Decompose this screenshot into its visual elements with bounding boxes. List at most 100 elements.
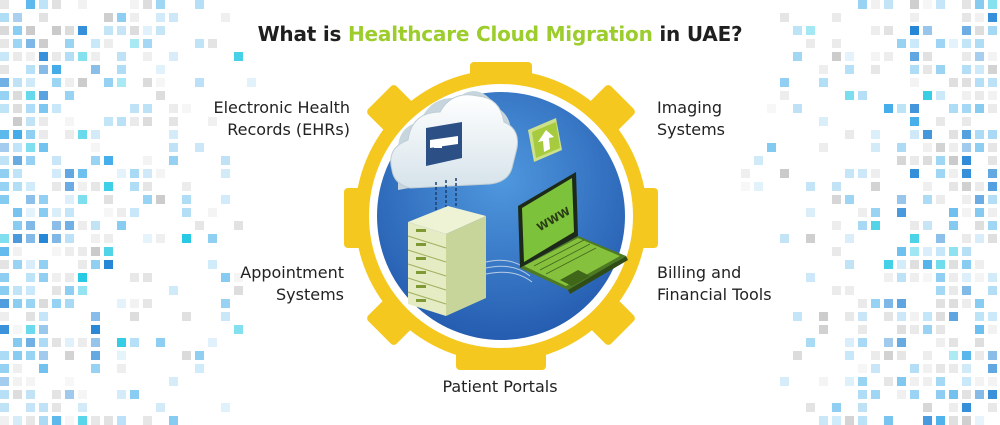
pixel-square	[936, 390, 945, 399]
pixel-square	[949, 208, 958, 217]
pixel-square	[156, 91, 165, 100]
pixel-square	[26, 26, 35, 35]
pixel-square	[936, 247, 945, 256]
pixel-square	[91, 260, 100, 269]
pixel-square	[0, 13, 9, 22]
pixel-square	[26, 377, 35, 386]
pixel-square	[65, 182, 74, 191]
pixel-square	[104, 182, 113, 191]
pixel-square	[65, 299, 74, 308]
pixel-square	[858, 364, 867, 373]
pixel-square	[78, 273, 87, 282]
pixel-square	[975, 143, 984, 152]
pixel-square	[936, 299, 945, 308]
pixel-square	[52, 221, 61, 230]
pixel-square	[871, 364, 880, 373]
pixel-square	[13, 143, 22, 152]
pixel-square	[52, 26, 61, 35]
pixel-square	[39, 195, 48, 204]
pixel-square	[975, 52, 984, 61]
pixel-square	[936, 312, 945, 321]
pixel-square	[884, 273, 893, 282]
pixel-square	[962, 52, 971, 61]
pixel-square	[962, 117, 971, 126]
label-billing-line1: Billing and	[657, 263, 742, 282]
pixel-square	[923, 364, 932, 373]
pixel-square	[26, 260, 35, 269]
pixel-square	[0, 91, 9, 100]
pixel-square	[988, 286, 997, 295]
pixel-square	[26, 351, 35, 360]
pixel-square	[910, 26, 919, 35]
pixel-square	[117, 26, 126, 35]
pixel-square	[156, 338, 165, 347]
pixel-square	[65, 169, 74, 178]
pixel-square	[0, 299, 9, 308]
pixel-square	[130, 312, 139, 321]
pixel-square	[871, 299, 880, 308]
pixel-square	[910, 247, 919, 256]
pixel-square	[754, 182, 763, 191]
pixel-square	[91, 325, 100, 334]
pixel-square	[0, 364, 9, 373]
pixel-square	[962, 26, 971, 35]
pixel-square	[117, 351, 126, 360]
pixel-square	[65, 221, 74, 230]
pixel-square	[910, 221, 919, 230]
pixel-square	[52, 104, 61, 113]
pixel-square	[91, 416, 100, 425]
pixel-square	[78, 221, 87, 230]
pixel-square	[923, 156, 932, 165]
label-billing-line2: Financial Tools	[657, 285, 772, 304]
pixel-square	[949, 221, 958, 230]
pixel-square	[988, 273, 997, 282]
pixel-square	[143, 195, 152, 204]
pixel-square	[117, 169, 126, 178]
pixel-square	[858, 91, 867, 100]
pixel-square	[832, 13, 841, 22]
pixel-square	[923, 52, 932, 61]
pixel-square	[195, 0, 204, 9]
pixel-square	[975, 182, 984, 191]
pixel-square	[858, 416, 867, 425]
pixel-square	[871, 351, 880, 360]
pixel-square	[988, 377, 997, 386]
pixel-square	[39, 351, 48, 360]
pixel-square	[26, 286, 35, 295]
pixel-square	[78, 26, 87, 35]
pixel-square	[923, 0, 932, 9]
pixel-square	[182, 312, 191, 321]
pixel-square	[819, 117, 828, 126]
pixel-square	[910, 273, 919, 282]
pixel-square	[910, 260, 919, 269]
pixel-square	[949, 416, 958, 425]
pixel-square	[117, 338, 126, 347]
pixel-square	[923, 416, 932, 425]
pixel-square	[871, 130, 880, 139]
pixel-square	[910, 78, 919, 87]
pixel-square	[988, 195, 997, 204]
pixel-square	[962, 299, 971, 308]
pixel-square	[0, 377, 9, 386]
pixel-square	[117, 78, 126, 87]
pixel-square	[117, 364, 126, 373]
pixel-square	[169, 13, 178, 22]
pixel-square	[26, 312, 35, 321]
pixel-square	[26, 325, 35, 334]
pixel-square	[13, 26, 22, 35]
pixel-square	[52, 338, 61, 347]
pixel-square	[975, 299, 984, 308]
pixel-square	[923, 403, 932, 412]
server-icon	[407, 206, 486, 316]
pixel-square	[832, 182, 841, 191]
pixel-square	[156, 0, 165, 9]
pixel-square	[104, 195, 113, 204]
pixel-square	[143, 39, 152, 48]
pixel-square	[832, 195, 841, 204]
pixel-square	[130, 169, 139, 178]
pixel-square	[65, 78, 74, 87]
pixel-square	[26, 156, 35, 165]
pixel-square	[13, 286, 22, 295]
pixel-square	[26, 416, 35, 425]
pixel-square	[949, 169, 958, 178]
